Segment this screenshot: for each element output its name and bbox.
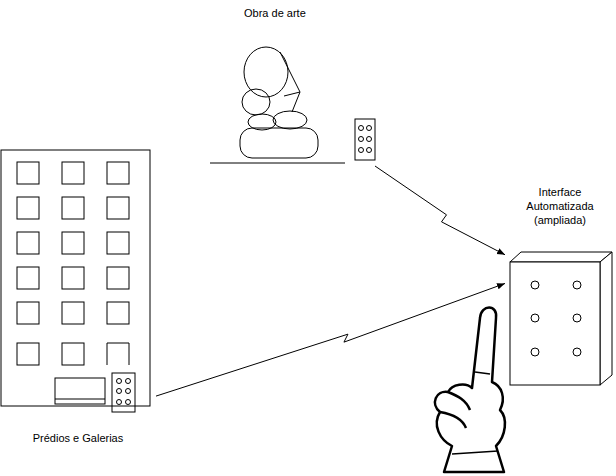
braille-dot [531, 314, 539, 322]
window [107, 302, 129, 324]
interface-box [510, 252, 612, 385]
device-dot [126, 379, 131, 384]
door-step [55, 399, 105, 400]
braille-dot [573, 281, 581, 289]
device-dot [126, 389, 131, 394]
braille-device [355, 119, 375, 160]
pointing-hand [435, 308, 505, 473]
figure-node: Obra de arte [200, 4, 385, 166]
device-dot [359, 126, 364, 131]
box-top [510, 252, 612, 262]
hand-outline [435, 308, 505, 473]
window [62, 343, 84, 365]
window [62, 232, 84, 254]
window [62, 162, 84, 184]
window [17, 302, 39, 324]
device-dot [367, 137, 372, 142]
window [17, 197, 39, 219]
sculpture-form [242, 89, 270, 115]
signal-arrow [156, 283, 505, 396]
pedestal [240, 128, 318, 158]
window [107, 343, 129, 365]
window [107, 197, 129, 219]
floor-line [210, 163, 345, 164]
braille-dot [573, 314, 581, 322]
device-dot [367, 148, 372, 153]
sculpture-form [273, 111, 307, 129]
signal-arrow [375, 166, 505, 255]
device-dot [117, 389, 122, 394]
braille-dot [531, 348, 539, 356]
hand-detail [475, 372, 490, 374]
box-side [600, 252, 612, 385]
building-outline [1, 150, 150, 406]
device-dot [126, 400, 131, 405]
node-label: Obra de arte [244, 6, 381, 20]
window [107, 232, 129, 254]
building [1, 150, 150, 412]
hand-detail [452, 451, 498, 454]
window [107, 162, 129, 184]
window [17, 162, 39, 184]
figure-node: Prédios e Galerias [0, 148, 156, 448]
device-dot [117, 400, 122, 405]
node-label: Interface Automatizada (ampliada) [518, 185, 602, 227]
window [17, 267, 39, 289]
window [107, 267, 129, 289]
window [62, 197, 84, 219]
device-dot [359, 137, 364, 142]
sculpture-form [280, 52, 300, 112]
device-dot [359, 148, 364, 153]
device-dot [367, 126, 372, 131]
window [62, 267, 84, 289]
device-dot [117, 379, 122, 384]
box-front [510, 262, 600, 385]
figure-node: Interface Automatizada (ampliada) [505, 183, 615, 388]
device-body [355, 119, 375, 160]
hand-detail [440, 412, 466, 428]
braille-dot [573, 348, 581, 356]
device-body [112, 373, 135, 412]
window [17, 343, 39, 365]
window [17, 232, 39, 254]
sculpture-form [284, 92, 300, 96]
window [62, 302, 84, 324]
sculpture [210, 47, 345, 163]
braille-dot [531, 281, 539, 289]
hand-detail [448, 392, 470, 410]
node-label: Prédios e Galerias [2, 431, 154, 445]
door [55, 378, 105, 404]
